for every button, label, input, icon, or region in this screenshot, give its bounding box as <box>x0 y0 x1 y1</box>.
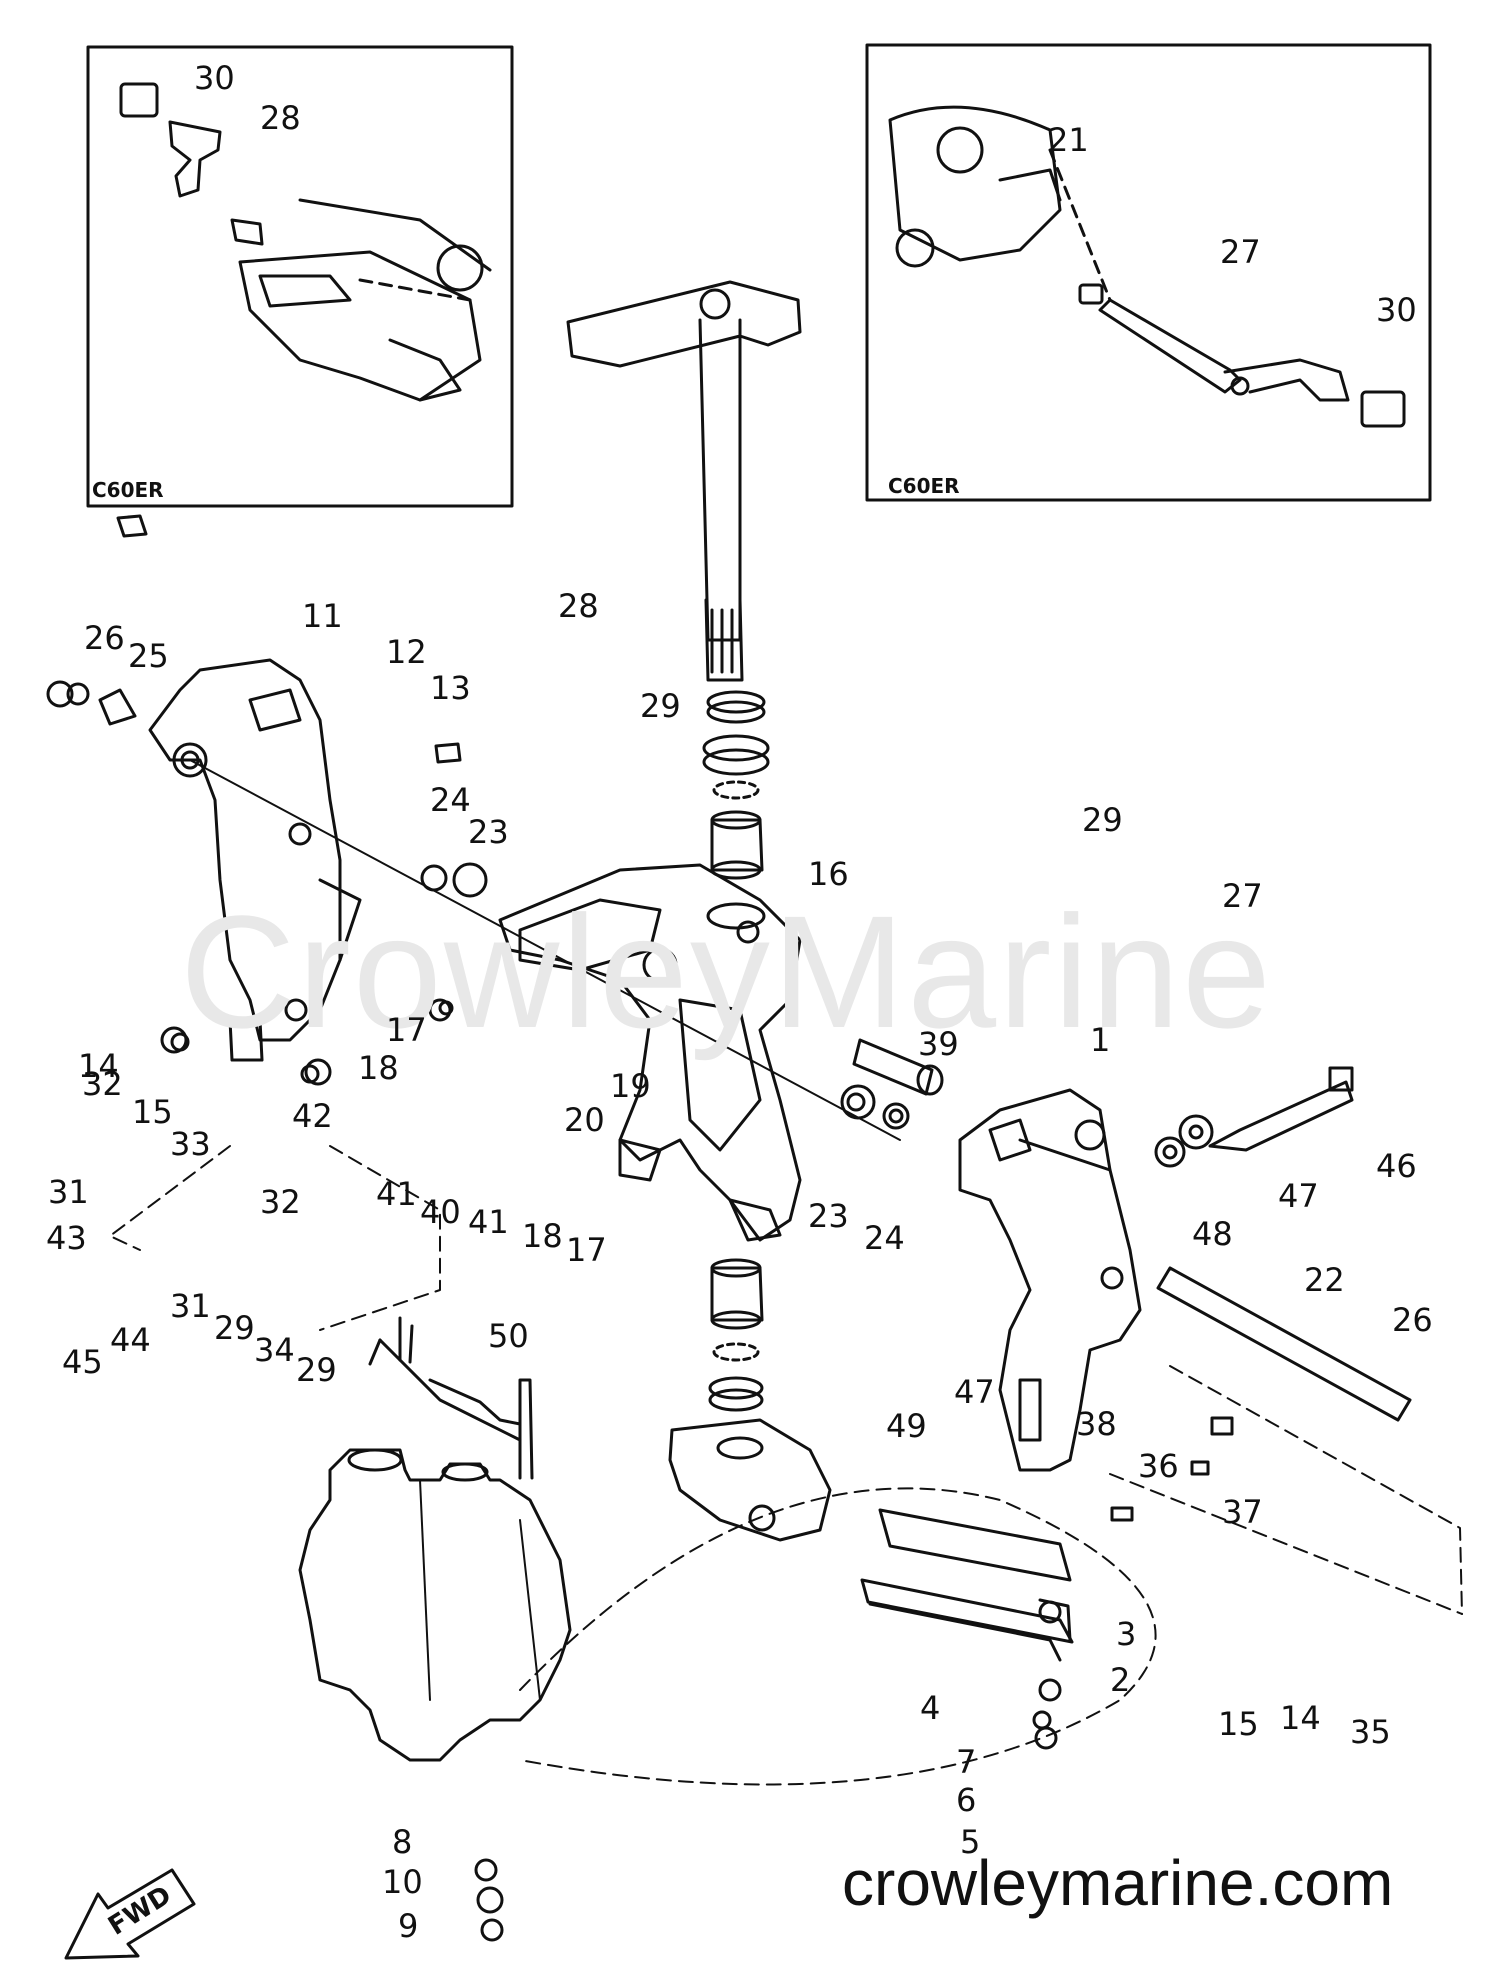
callout: 30 <box>194 59 235 97</box>
callout: 6 <box>956 1781 977 1819</box>
callout: 17 <box>386 1011 427 1049</box>
callout: 13 <box>430 669 471 707</box>
callout: 14 <box>1280 1699 1321 1737</box>
callout: 41 <box>376 1175 417 1213</box>
callout: 37 <box>1222 1493 1263 1531</box>
callout: 47 <box>1278 1177 1319 1215</box>
callout: 14 <box>78 1047 119 1085</box>
callout: 20 <box>564 1101 605 1139</box>
callout: 36 <box>1138 1447 1179 1485</box>
callout: 29 <box>640 687 681 725</box>
callout: 3 <box>1116 1615 1137 1653</box>
callout: 48 <box>1192 1215 1233 1253</box>
trim-rail-assembly <box>860 1508 1074 1662</box>
right-clamp-bracket <box>958 1088 1142 1472</box>
inset-right-frame <box>865 43 1432 502</box>
trim-tilt-unit <box>298 1378 572 1762</box>
steering-shaft <box>566 280 802 682</box>
callout: 15 <box>1218 1705 1259 1743</box>
inset-left-frame <box>86 45 514 508</box>
callout: 29 <box>1082 801 1123 839</box>
callout: 27 <box>1220 233 1261 271</box>
callout: 35 <box>1350 1713 1391 1751</box>
callout: 18 <box>522 1217 563 1255</box>
callout: 44 <box>110 1321 151 1359</box>
watermark: CrowleyMarine <box>180 882 1273 1061</box>
callout: 47 <box>954 1373 995 1411</box>
callout: 22 <box>1304 1261 1345 1299</box>
shaft-bushings <box>702 690 770 930</box>
callout: 25 <box>128 637 169 675</box>
callout: 21 <box>1048 121 1089 159</box>
callout: 9 <box>398 1907 419 1945</box>
callout: 7 <box>956 1743 977 1781</box>
wiring-harness <box>368 1316 522 1442</box>
left-clamp-bracket <box>148 658 362 1062</box>
callout: 27 <box>1222 877 1263 915</box>
callout: 31 <box>170 1287 211 1325</box>
callout: 29 <box>296 1351 337 1389</box>
callout: 43 <box>46 1219 87 1257</box>
fwd-arrow <box>64 1868 196 1960</box>
callout: 24 <box>864 1219 905 1257</box>
tilt-bolts <box>189 759 1412 1422</box>
callout: 23 <box>468 813 509 851</box>
callout: 32 <box>82 1065 123 1103</box>
callout: 16 <box>808 855 849 893</box>
callout: 15 <box>132 1093 173 1131</box>
callout: 30 <box>1376 291 1417 329</box>
callout: 39 <box>918 1025 959 1063</box>
callout: 5 <box>960 1823 981 1861</box>
callout: 33 <box>170 1125 211 1163</box>
assembly-leader-lines <box>109 1145 1463 1786</box>
inset-right-sketch <box>888 105 1406 428</box>
callout: 45 <box>62 1343 103 1381</box>
callout: 10 <box>382 1863 423 1901</box>
callout: 26 <box>84 619 125 657</box>
callout: 23 <box>808 1197 849 1235</box>
small-parts <box>46 514 1234 1942</box>
callout: 19 <box>610 1067 651 1105</box>
lower-steering-arm <box>668 1418 832 1542</box>
inset-left-tag: C60ER <box>92 478 164 502</box>
callout: 24 <box>430 781 471 819</box>
callout: 38 <box>1076 1405 1117 1443</box>
inset-right-tag: C60ER <box>888 474 960 498</box>
callout: 41 <box>468 1203 509 1241</box>
callout: 28 <box>558 587 599 625</box>
callout: 32 <box>260 1183 301 1221</box>
callout: 2 <box>1110 1661 1131 1699</box>
callout: 11 <box>302 597 343 635</box>
callout: 50 <box>488 1317 529 1355</box>
callout: 18 <box>358 1049 399 1087</box>
callout: 40 <box>420 1193 461 1231</box>
callout: 12 <box>386 633 427 671</box>
callout: 17 <box>566 1231 607 1269</box>
callout: 42 <box>292 1097 333 1135</box>
inset-left-sketch <box>119 82 492 402</box>
callout: 8 <box>392 1823 413 1861</box>
callout: 29 <box>214 1309 255 1347</box>
callout: 31 <box>48 1173 89 1211</box>
callout: 34 <box>254 1331 295 1369</box>
swivel-bracket <box>498 863 802 1242</box>
callout: 26 <box>1392 1301 1433 1339</box>
lower-bushings <box>708 1258 764 1412</box>
callout: 46 <box>1376 1147 1417 1185</box>
site-url: crowleymarine.com <box>842 1847 1394 1919</box>
callout: 1 <box>1090 1021 1111 1059</box>
callout: 4 <box>920 1689 941 1727</box>
callout: 49 <box>886 1407 927 1445</box>
callout: 28 <box>260 99 301 137</box>
